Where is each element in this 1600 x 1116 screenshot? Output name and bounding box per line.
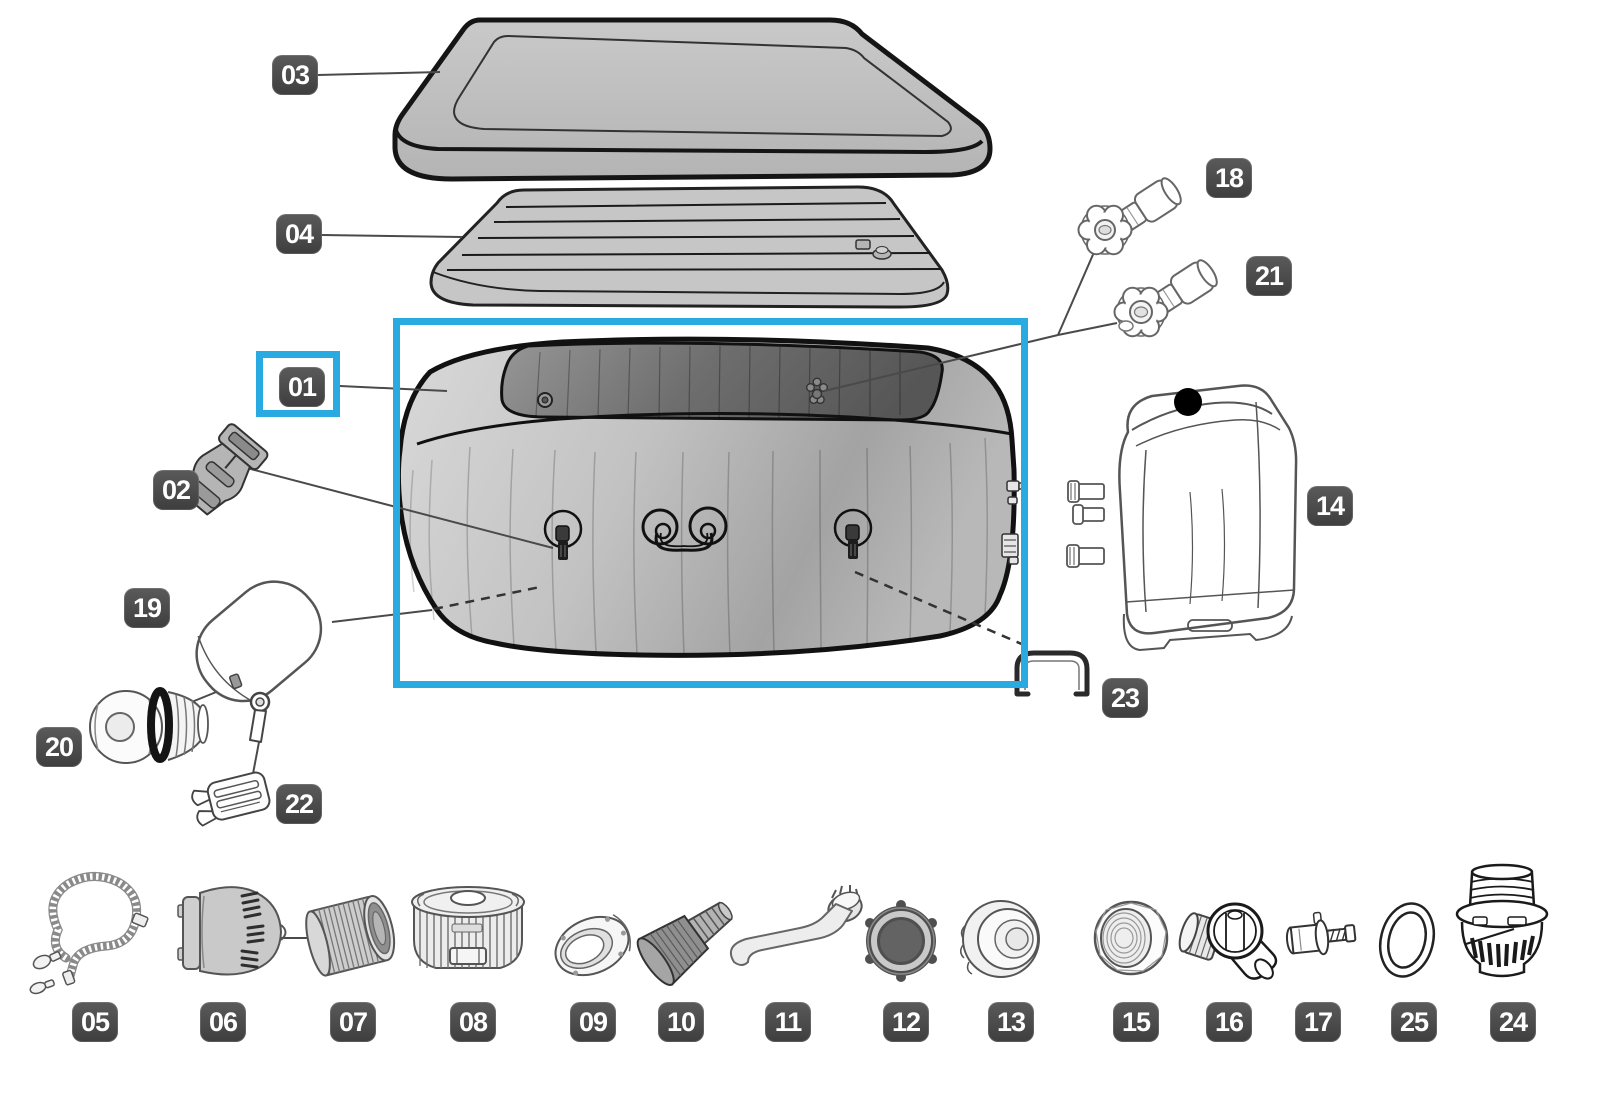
part-badge-18[interactable]: 18 bbox=[1206, 158, 1252, 198]
filter-base-drawing-08 bbox=[411, 886, 525, 969]
part-badge-11[interactable]: 11 bbox=[765, 1002, 811, 1042]
part-badge-13[interactable]: 13 bbox=[988, 1002, 1034, 1042]
rope-handle-icon bbox=[641, 506, 728, 552]
part-badge-21[interactable]: 21 bbox=[1246, 256, 1292, 296]
part-badge-19[interactable]: 19 bbox=[124, 588, 170, 628]
part-badge-16[interactable]: 16 bbox=[1206, 1002, 1252, 1042]
part-badge-01[interactable]: 01 bbox=[279, 367, 325, 407]
pump-control-panel-icon bbox=[1174, 388, 1202, 416]
spa-cover-drawing-03 bbox=[392, 17, 993, 182]
part-badge-04[interactable]: 04 bbox=[276, 214, 322, 254]
part-badge-22[interactable]: 22 bbox=[276, 784, 322, 824]
buckle-clip-drawing-02 bbox=[181, 423, 269, 516]
part-badge-23[interactable]: 23 bbox=[1102, 678, 1148, 718]
seal-ring-drawing-12 bbox=[865, 900, 937, 982]
wrench-tool-drawing-11 bbox=[730, 885, 863, 966]
air-valve-drawing-21 bbox=[1113, 259, 1218, 338]
part-badge-05[interactable]: 05 bbox=[72, 1002, 118, 1042]
o-ring-drawing-25 bbox=[1378, 902, 1436, 978]
valve-stem-drawing-17 bbox=[1285, 911, 1357, 956]
cylinder-float-drawing-19 bbox=[195, 580, 323, 743]
pump-connector-stubs-icon bbox=[1001, 480, 1026, 565]
hidden-edge-dashes bbox=[433, 570, 1025, 647]
part-badge-24[interactable]: 24 bbox=[1490, 1002, 1536, 1042]
elbow-strainer-drawing-16 bbox=[1178, 902, 1278, 980]
part-badge-06[interactable]: 06 bbox=[200, 1002, 246, 1042]
filter-cartridge-drawing-07 bbox=[305, 895, 396, 977]
hose-drawing-05 bbox=[29, 872, 149, 995]
part-badge-15[interactable]: 15 bbox=[1113, 1002, 1159, 1042]
part-badge-02[interactable]: 02 bbox=[153, 470, 199, 510]
part-badge-20[interactable]: 20 bbox=[36, 727, 82, 767]
part-badge-14[interactable]: 14 bbox=[1307, 486, 1353, 526]
part-badge-12[interactable]: 12 bbox=[883, 1002, 929, 1042]
air-valve-drawing-18 bbox=[1077, 177, 1182, 256]
ring-nut-drawing-15 bbox=[1093, 900, 1169, 976]
part-badge-17[interactable]: 17 bbox=[1295, 1002, 1341, 1042]
part-badge-09[interactable]: 09 bbox=[570, 1002, 616, 1042]
drain-valve-drawing-20 bbox=[89, 687, 209, 764]
air-valve-port-icon bbox=[806, 377, 829, 405]
part-badge-03[interactable]: 03 bbox=[272, 55, 318, 95]
liner-valve-caps-icon bbox=[855, 239, 892, 260]
liner-drawing-04 bbox=[429, 185, 950, 309]
pump-unit-drawing-14 bbox=[1066, 384, 1298, 652]
knob-screw-drawing-10 bbox=[636, 901, 733, 986]
part-badge-08[interactable]: 08 bbox=[450, 1002, 496, 1042]
selected-region-highlight bbox=[393, 318, 1028, 688]
strap-anchor-right-icon bbox=[833, 508, 873, 559]
strainer-fitting-drawing-24 bbox=[1455, 863, 1549, 978]
strap-anchor-left-icon bbox=[543, 509, 583, 560]
part-badge-25[interactable]: 25 bbox=[1391, 1002, 1437, 1042]
part-badge-07[interactable]: 07 bbox=[330, 1002, 376, 1042]
part-badge-10[interactable]: 10 bbox=[658, 1002, 704, 1042]
filter-cover-drawing-06 bbox=[177, 886, 287, 976]
coupling-ring-drawing-09 bbox=[554, 914, 631, 977]
wall-jet-icon bbox=[537, 392, 553, 408]
clip-drawing-22 bbox=[191, 771, 271, 827]
cap-drawing-13 bbox=[960, 900, 1040, 978]
